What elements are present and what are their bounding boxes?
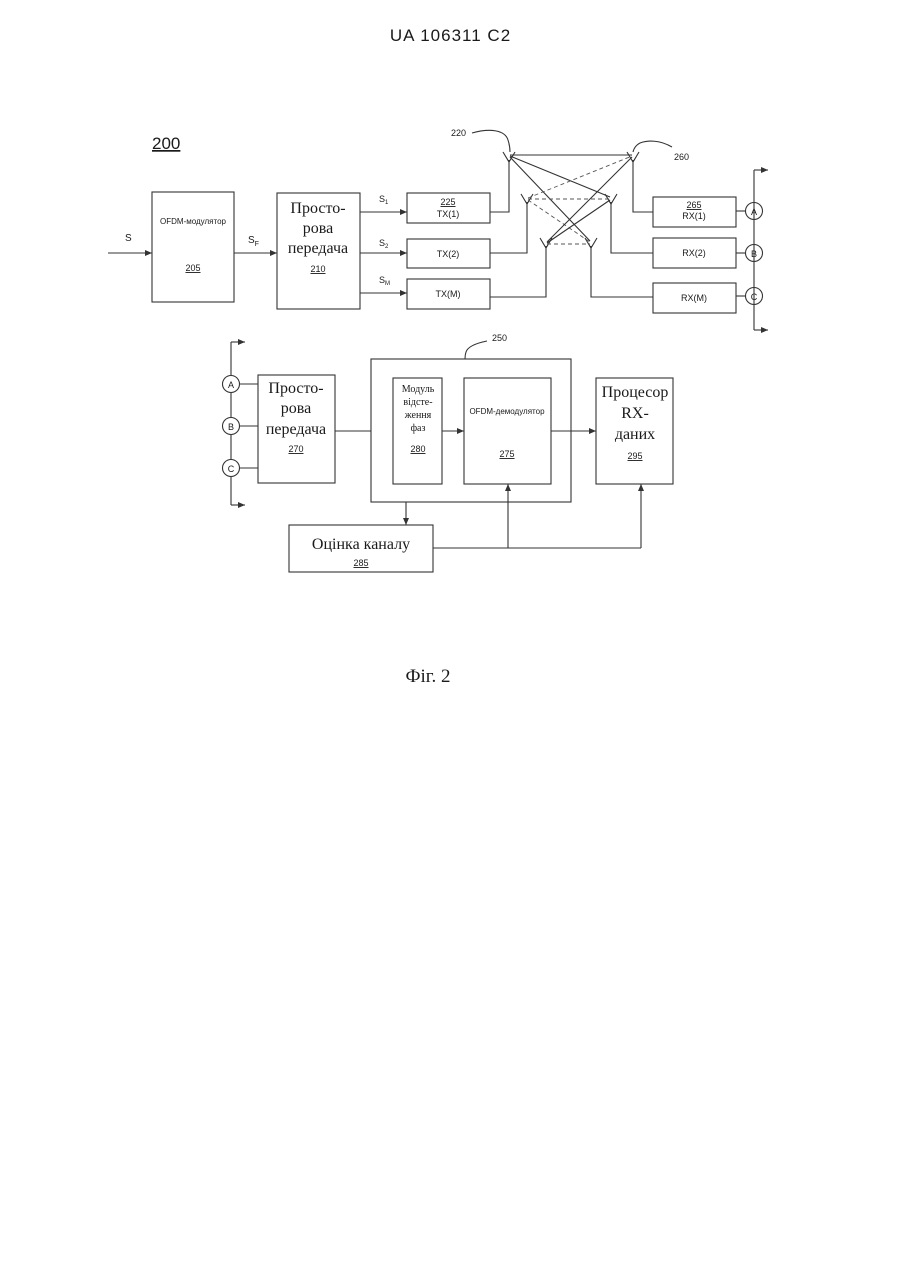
svg-text:OFDM-модулятор: OFDM-модулятор — [160, 217, 227, 226]
signal-s2-label: S2 — [379, 238, 389, 250]
svg-text:Оцінка каналу: Оцінка каналу — [312, 536, 410, 553]
svg-text:передача: передача — [288, 240, 348, 257]
rx2-block: RX(2) — [653, 238, 736, 268]
spatial-rx-block: Просто- рова передача 270 — [258, 375, 335, 483]
svg-text:210: 210 — [310, 264, 325, 274]
svg-text:TX(1): TX(1) — [437, 209, 460, 219]
rx2-antenna-feed — [611, 202, 653, 253]
ref-250-leader — [465, 341, 487, 359]
svg-text:295: 295 — [627, 451, 642, 461]
ref-220: 220 — [451, 128, 466, 138]
svg-text:RX-: RX- — [621, 405, 649, 422]
svg-text:C: C — [228, 464, 235, 474]
svg-text:OFDM-демодулятор: OFDM-демодулятор — [469, 407, 545, 416]
svg-text:даних: даних — [615, 426, 655, 443]
svg-text:A: A — [228, 380, 234, 390]
tx1-antenna-feed — [490, 160, 509, 212]
txm-antenna-feed — [490, 246, 546, 297]
ofdm-demodulator-block: OFDM-демодулятор 275 — [464, 378, 551, 484]
svg-text:Модуль: Модуль — [402, 384, 435, 395]
signal-s-label: S — [125, 233, 132, 244]
connector-a-bottom: A — [223, 376, 240, 393]
txm-block: TX(M) — [407, 279, 490, 309]
ref-260-leader — [633, 141, 672, 152]
signal-sf-label: SF — [248, 235, 259, 248]
svg-text:B: B — [228, 422, 234, 432]
svg-text:TX(M): TX(M) — [436, 289, 461, 299]
svg-text:передача: передача — [266, 421, 326, 438]
rx1-antenna-feed — [633, 160, 653, 212]
ofdm-modulator-block: OFDM-модулятор 205 — [152, 192, 234, 302]
connector-b-bottom: B — [223, 418, 240, 435]
svg-text:RX(2): RX(2) — [682, 248, 706, 258]
signal-s1-label: S1 — [379, 194, 389, 206]
tx1-block: 225 TX(1) — [407, 193, 490, 223]
svg-text:рова: рова — [281, 400, 311, 417]
svg-text:відсте-: відсте- — [403, 397, 432, 408]
svg-text:TX(2): TX(2) — [437, 249, 460, 259]
svg-text:ження: ження — [404, 410, 432, 421]
rx1-block: 265 RX(1) — [653, 197, 736, 227]
svg-text:275: 275 — [499, 449, 514, 459]
svg-text:Просто-: Просто- — [290, 200, 345, 217]
rxm-antenna-feed — [591, 246, 653, 297]
svg-text:270: 270 — [288, 444, 303, 454]
svg-text:фаз: фаз — [411, 423, 426, 434]
rx-data-processor-block: Процесор RX- даних 295 — [596, 378, 673, 484]
svg-text:рова: рова — [303, 220, 333, 237]
signal-sm-label: SM — [379, 275, 390, 287]
svg-text:Процесор: Процесор — [602, 384, 669, 401]
ref-220-leader — [472, 130, 510, 152]
spatial-tx-block: Просто- рова передача 210 — [277, 193, 360, 309]
svg-text:Просто-: Просто- — [268, 380, 323, 397]
svg-text:265: 265 — [686, 200, 701, 210]
tx2-block: TX(2) — [407, 239, 490, 268]
rxm-block: RX(M) — [653, 283, 736, 313]
ref-260: 260 — [674, 152, 689, 162]
ref-250: 250 — [492, 333, 507, 343]
figure-caption: Фіг. 2 — [406, 666, 451, 687]
svg-text:RX(M): RX(M) — [681, 293, 707, 303]
svg-text:RX(1): RX(1) — [682, 211, 706, 221]
connector-c-bottom: C — [223, 460, 240, 477]
figure-number: 200 — [152, 134, 180, 153]
channel-estimator-block: Оцінка каналу 285 — [289, 525, 433, 572]
svg-text:280: 280 — [410, 444, 425, 454]
svg-text:205: 205 — [185, 263, 200, 273]
svg-text:225: 225 — [440, 197, 455, 207]
svg-text:285: 285 — [353, 558, 368, 568]
phase-tracking-block: Модуль відсте- ження фаз 280 — [393, 378, 442, 484]
